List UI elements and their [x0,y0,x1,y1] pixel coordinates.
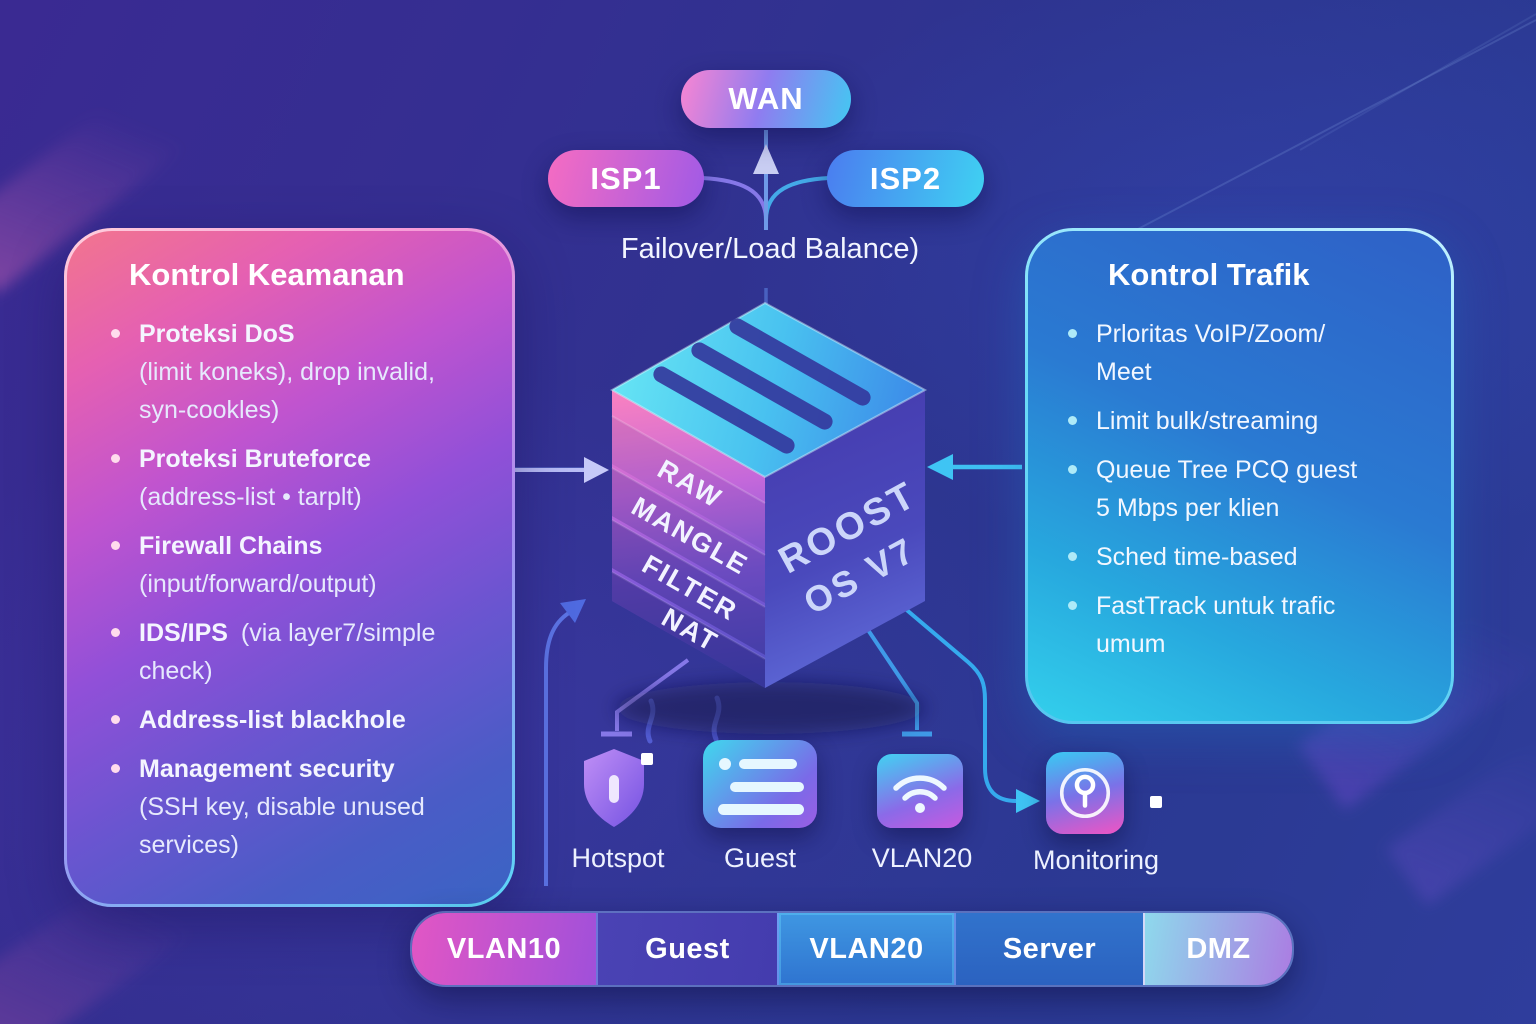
wan-label: WAN [728,81,804,116]
segment-dmz: DMZ [1143,913,1292,985]
security-panel-title: Kontrol Keamanan [129,257,405,292]
segment-guest-label: Guest [645,932,730,965]
wan-node: WAN [681,70,851,128]
security-item-dos: Proteksi DoS (limit koneks), drop invali… [101,315,478,429]
bottom-up-arrow [543,599,586,886]
cube-left-face [612,390,765,688]
isp1-label: ISP1 [590,160,662,196]
cube-layer-bands [611,415,766,688]
wifi-icon [877,754,963,828]
cube-vent-slots [653,318,871,454]
security-item-firewall-chains: Firewall Chains (input/forward/output) [101,527,478,603]
security-item-blackhole: Address-list blackhole [101,701,478,739]
shield-icon [578,746,650,835]
vlan20-label: VLAN20 [871,843,973,873]
failover-caption: Failover/Load Balance) [620,233,920,265]
segment-dmz-label: DMZ [1186,932,1251,965]
traffic-to-router-arrow [927,454,1022,480]
router-cube: RAW MANGLE FILTER NAT ROOST OS V7 [609,301,928,734]
segment-vlan10-label: VLAN10 [446,932,562,965]
magnifier-pin-icon [1046,752,1124,834]
decor-dot-monitoring [1150,796,1162,808]
list-bullet-dot [719,758,731,770]
security-panel: Kontrol Keamanan Proteksi DoS (limit kon… [64,228,515,907]
traffic-item-priority: Prloritas VoIP/Zoom/ Meet [1058,315,1421,391]
wan-connector [701,130,830,308]
list-line-3 [718,804,804,815]
segment-server: Server [954,913,1143,985]
security-item-management: Management security (SSH key, disable un… [101,750,478,864]
security-item-ids-ips: IDS/IPS (via layer7/simple check) [101,614,478,690]
segment-vlan20-label: VLAN20 [809,932,924,965]
traffic-item-queue-tree: Queue Tree PCQ guest 5 Mbps per klien [1058,451,1421,527]
list-line-2 [730,782,804,792]
traffic-item-sched: Sched time-based [1058,538,1421,576]
traffic-item-limit: Limit bulk/streaming [1058,402,1421,440]
traffic-panel-title: Kontrol Trafik [1108,257,1310,292]
isp1-node: ISP1 [548,150,704,207]
monitoring-label: Monitoring [1032,845,1160,875]
guest-label: Guest [723,843,797,873]
list-line-1 [739,759,797,769]
list-card-icon [703,740,817,828]
isp2-label: ISP2 [869,160,942,196]
traffic-panel: Kontrol Trafik Prloritas VoIP/Zoom/ Meet… [1025,228,1454,724]
segment-vlan20: VLAN20 [777,913,954,985]
security-to-router-arrow [505,457,609,483]
cube-shadow [615,682,925,734]
vlan-bar: VLAN10 Guest VLAN20 Server DMZ [410,911,1294,987]
router-to-monitoring-connector [900,604,1040,813]
traffic-item-list: Prloritas VoIP/Zoom/ Meet Limit bulk/str… [1058,315,1421,663]
security-item-list: Proteksi DoS (limit koneks), drop invali… [101,315,478,864]
traffic-item-fasttrack: FastTrack untuk trafic umum [1058,587,1421,663]
segment-server-label: Server [1002,932,1097,965]
segment-vlan10: VLAN10 [412,913,596,985]
decor-dot-hotspot [641,753,653,765]
hotspot-label: Hotspot [571,843,665,873]
security-item-bruteforce: Proteksi Bruteforce (address-list • tarp… [101,440,478,516]
segment-guest: Guest [596,913,777,985]
cube-right-face [765,390,925,688]
up-arrowhead [753,144,779,174]
isp2-node: ISP2 [827,150,984,207]
